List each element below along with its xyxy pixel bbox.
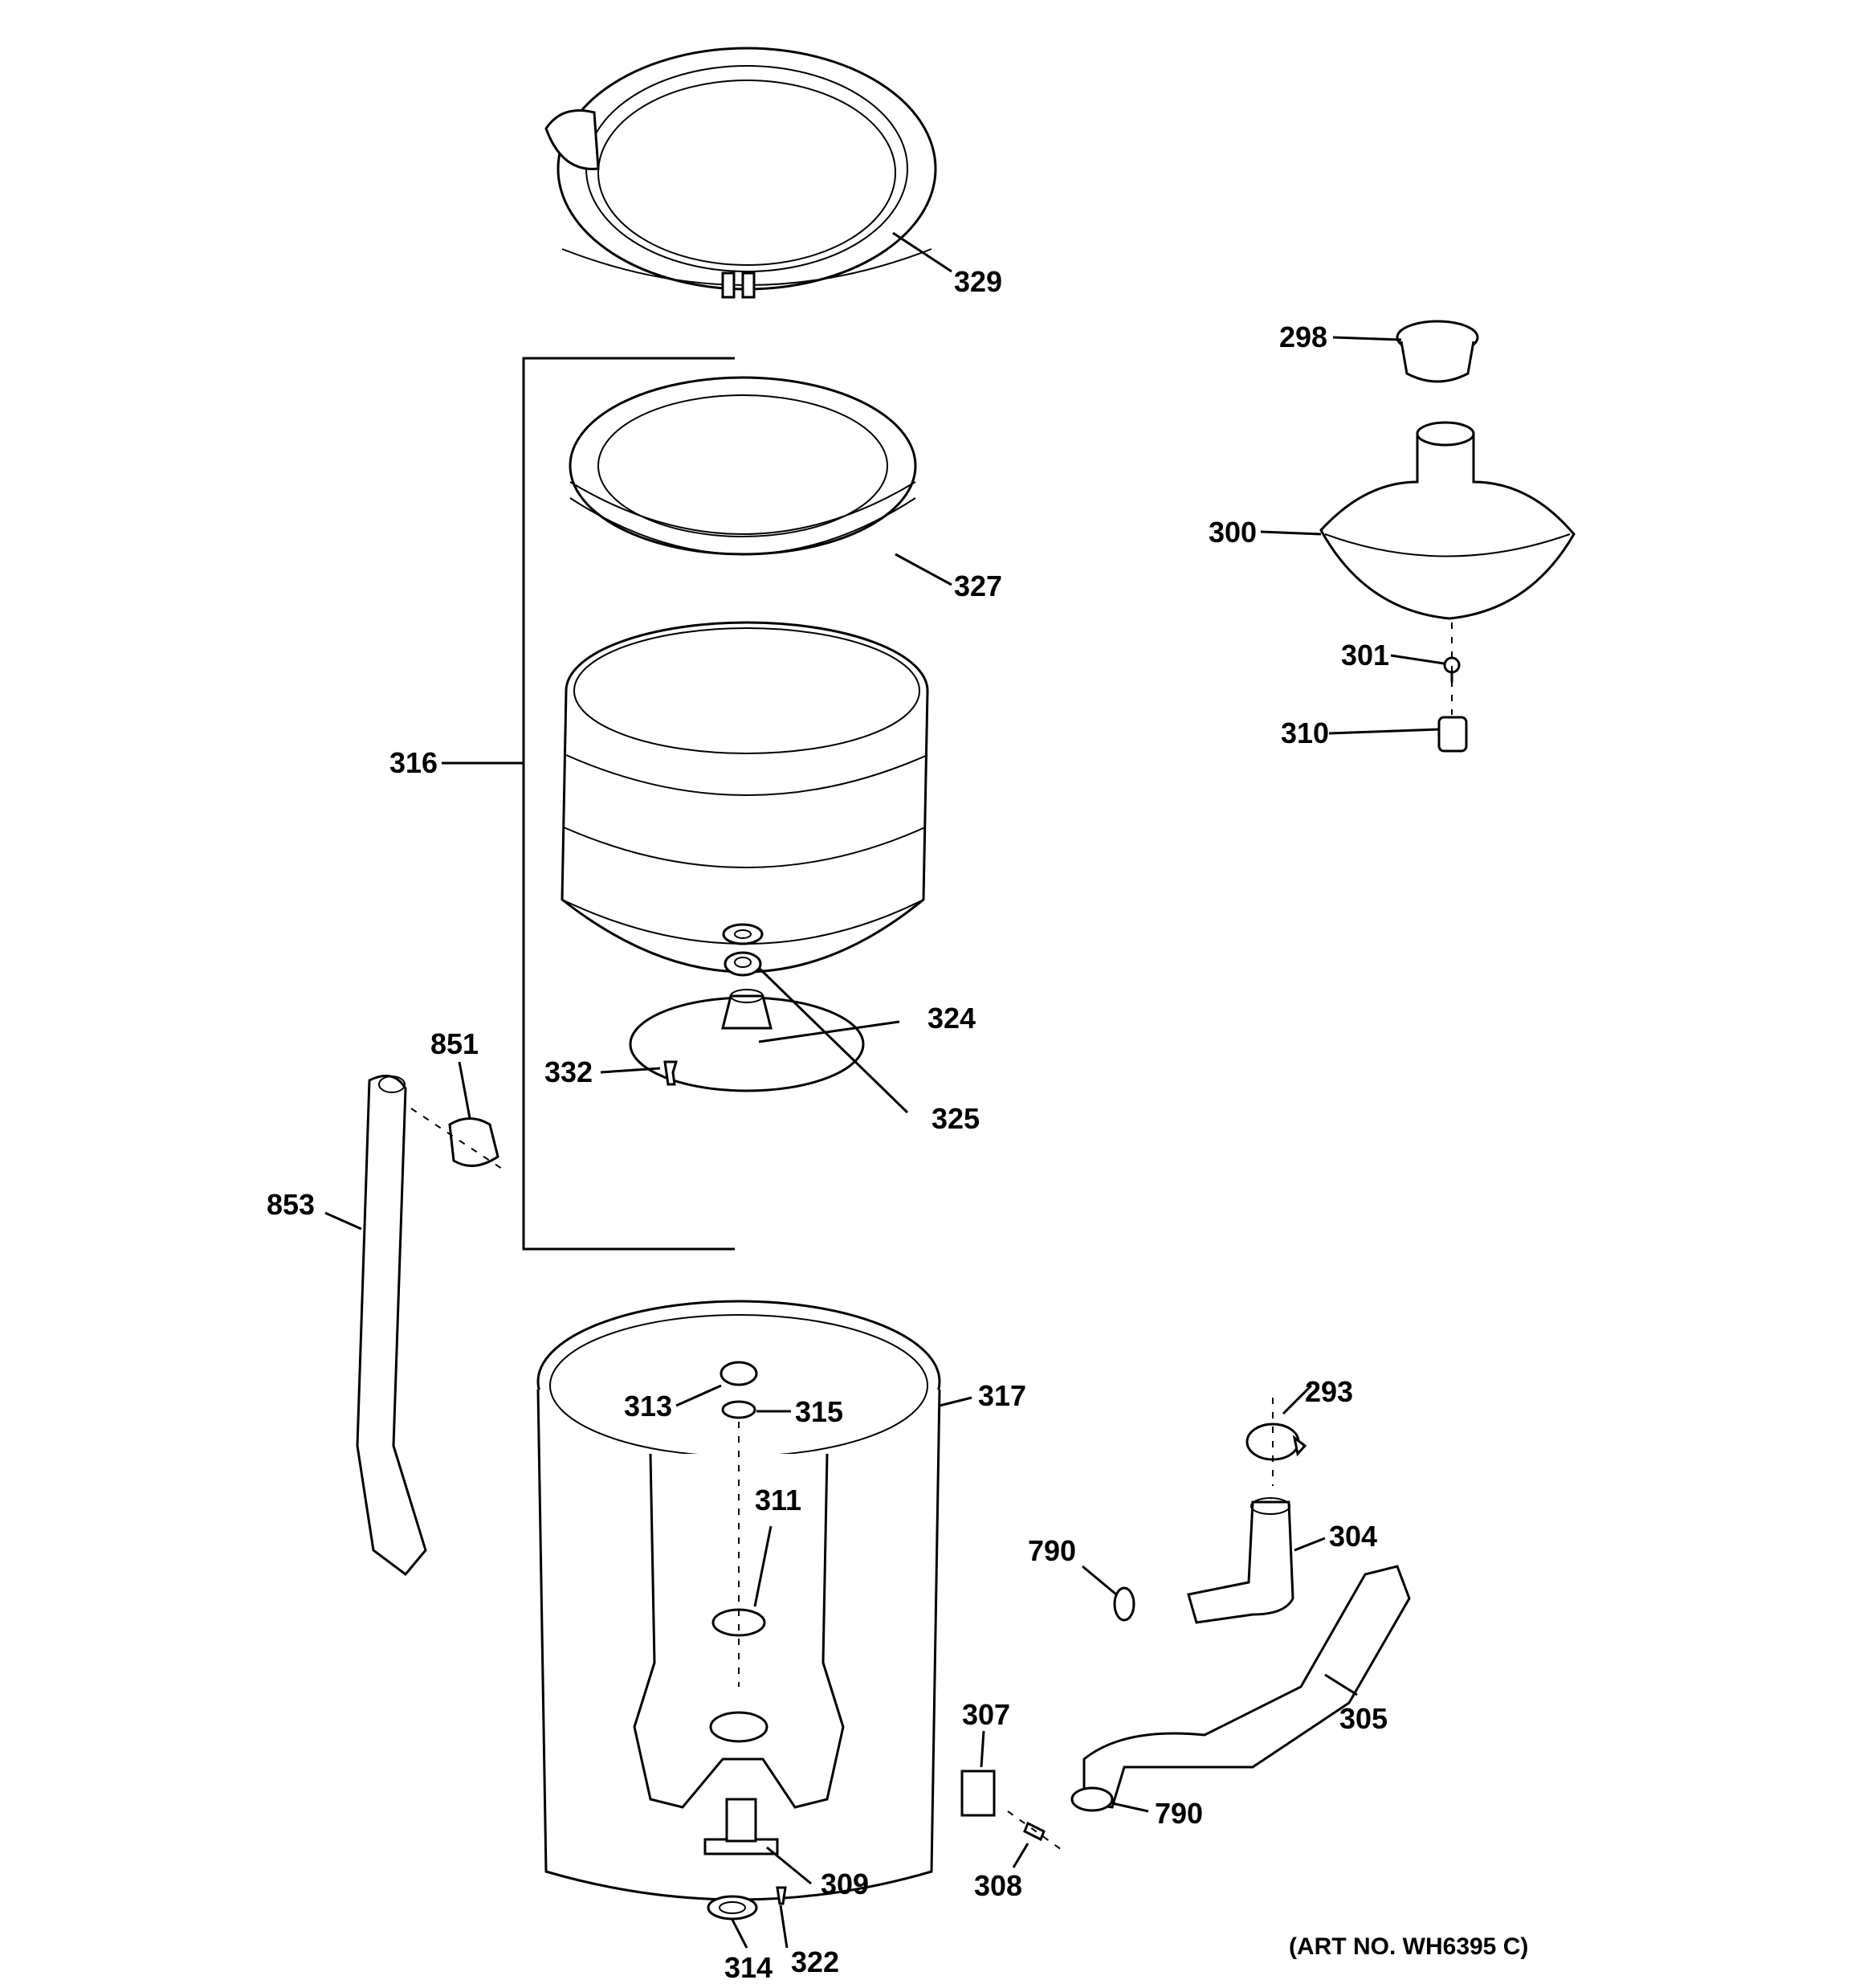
callout-329: 329 [954,265,1002,298]
callout-310: 310 [1281,716,1329,749]
part-853-tube [356,1074,427,1577]
part-309-mount [703,1798,779,1855]
part-332-screw [663,1060,679,1086]
part-307-bracket [960,1770,996,1817]
part-293-clamp [1245,1423,1307,1461]
part-tub-cover [544,47,937,299]
callout-301: 301 [1341,639,1389,672]
part-impeller [1319,421,1576,620]
callout-790-lower: 790 [1155,1797,1203,1830]
callout-322: 322 [791,1945,839,1978]
callout-790-upper: 790 [1028,1534,1076,1567]
part-315-washer [721,1400,756,1419]
callout-309: 309 [821,1868,869,1900]
part-324-washer [722,923,764,945]
part-322-screw [776,1886,787,1905]
callout-853: 853 [267,1188,315,1221]
part-313-bearing [720,1361,758,1386]
part-balance-ring [569,376,917,556]
part-314-seal [707,1895,758,1921]
bracket-316 [522,357,735,1251]
callout-324: 324 [927,1002,976,1035]
callout-316: 316 [389,746,438,779]
part-basket-hub [629,989,865,1092]
part-325-nut [724,951,762,977]
callout-315: 315 [795,1395,843,1428]
callout-311: 311 [755,1484,801,1517]
part-790-clamp-upper [1113,1586,1135,1622]
callout-332: 332 [544,1055,593,1088]
part-305-hose [1082,1565,1411,1809]
callout-308: 308 [974,1869,1022,1902]
callout-313: 313 [624,1390,672,1423]
callout-851: 851 [430,1027,479,1060]
callout-293: 293 [1305,1375,1353,1408]
part-wash-basket [561,621,929,974]
callout-327: 327 [954,569,1002,602]
callout-305: 305 [1339,1702,1388,1735]
callout-314: 314 [724,1951,773,1984]
callout-298: 298 [1279,320,1327,353]
callout-300: 300 [1209,516,1257,549]
callout-304: 304 [1329,1520,1377,1553]
callout-317: 317 [978,1379,1026,1412]
part-308-screw [1023,1821,1046,1842]
part-851-fitting [448,1117,499,1167]
art-number: (ART NO. WH6395 C) [1289,1933,1528,1960]
part-agitator-cap [1396,320,1479,383]
leader-lines [324,231,1445,1949]
part-790-clamp-lower [1070,1786,1114,1812]
callout-307: 307 [962,1698,1010,1731]
part-304-hose [1187,1497,1294,1624]
callout-325: 325 [932,1102,980,1135]
part-coupling-310 [1437,716,1468,753]
